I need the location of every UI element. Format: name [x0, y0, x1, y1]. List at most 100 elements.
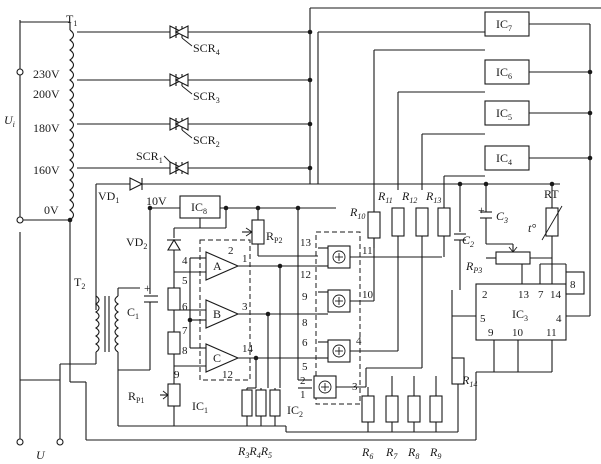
svg-text:+: + — [478, 203, 485, 217]
scr-common-bus — [307, 7, 601, 184]
svg-text:2: 2 — [228, 245, 234, 257]
t2-label: T2 — [74, 275, 85, 291]
resistor-r14: R14 — [451, 357, 477, 432]
resistors-r3-r5: R3R4R5 — [237, 387, 281, 460]
input-terminals: Ui — [4, 20, 70, 224]
svg-text:R8: R8 — [407, 445, 419, 461]
svg-text:3: 3 — [352, 381, 358, 393]
svg-text:5: 5 — [182, 275, 188, 287]
svg-text:5: 5 — [302, 361, 308, 373]
svg-text:6: 6 — [302, 337, 308, 349]
svg-text:R9: R9 — [429, 445, 441, 461]
thermistor-rt — [545, 207, 559, 237]
svg-text:9: 9 — [174, 369, 180, 381]
svg-text:R6: R6 — [361, 445, 373, 461]
rp2-label: RP2 — [266, 229, 282, 245]
resistor-r13: R13 — [425, 189, 451, 257]
ic6-label: IC6 — [496, 65, 512, 81]
svg-text:+: + — [144, 281, 151, 295]
ic7-box: IC7 — [484, 11, 590, 37]
input-voltage-label: Ui — [4, 113, 15, 129]
ic6-box: IC6 — [484, 59, 590, 85]
rail-10v: 10V — [146, 194, 167, 208]
svg-text:4: 4 — [182, 255, 188, 267]
svg-text:12: 12 — [222, 369, 233, 381]
supply-top-rail: VD1 10V — [95, 177, 560, 310]
svg-text:R11: R11 — [377, 189, 393, 205]
capacitor-c1: + C1 — [127, 281, 158, 370]
tap-230v: 230V — [33, 67, 60, 81]
svg-text:8: 8 — [302, 317, 308, 329]
r14-label: R14 — [461, 373, 477, 389]
ic5-box: IC5 — [484, 100, 590, 126]
scr-4: SCR4 — [169, 25, 310, 57]
svg-text:3: 3 — [242, 301, 248, 313]
ic4-box: IC4 — [484, 145, 590, 171]
svg-text:14: 14 — [550, 289, 562, 301]
ic2-label: IC2 — [287, 403, 303, 419]
svg-text:R12: R12 — [401, 189, 417, 205]
input-terminal-top — [16, 68, 24, 76]
svg-text:10: 10 — [362, 289, 374, 301]
scr-3: SCR3 — [169, 73, 310, 105]
rp3-label: RP3 — [465, 259, 482, 275]
svg-text:4: 4 — [356, 335, 362, 347]
svg-text:2: 2 — [482, 289, 488, 301]
ic1-block: A B C 4 5 6 7 8 9 2 1 3 14 12 IC1 — [167, 239, 318, 415]
scr2-label: SCR2 — [193, 133, 220, 149]
t1-label: T1 — [66, 12, 77, 28]
transformer-t1: T1 — [66, 12, 77, 228]
svg-text:A: A — [213, 259, 222, 273]
tap-wires — [77, 31, 170, 169]
rp1-label: RP1 — [128, 389, 144, 405]
tap-200v: 200V — [33, 87, 60, 101]
svg-text:9: 9 — [488, 327, 494, 339]
tap-labels: 230V 200V 180V 160V 0V — [33, 67, 60, 217]
svg-text:R10: R10 — [349, 205, 365, 221]
svg-text:8: 8 — [570, 279, 576, 291]
vd1-diode — [129, 177, 144, 191]
svg-text:11: 11 — [546, 327, 557, 339]
scr-1: SCR1 — [136, 149, 310, 175]
svg-text:14: 14 — [242, 343, 254, 355]
svg-text:5: 5 — [480, 313, 486, 325]
svg-text:10: 10 — [512, 327, 524, 339]
pot-rp3 — [495, 251, 531, 265]
ground-rails — [67, 217, 494, 441]
ic4-label: IC4 — [496, 151, 512, 167]
resistor-r12: R12 — [401, 189, 429, 368]
svg-text:7: 7 — [182, 325, 188, 337]
opamp-a — [205, 251, 240, 281]
svg-text:6: 6 — [182, 301, 188, 313]
transformer-t2: T2 — [19, 232, 140, 381]
svg-text:1: 1 — [300, 389, 306, 401]
c1-label: C1 — [127, 305, 139, 321]
pot-rp2: RP2 — [242, 208, 318, 257]
tap-180v: 180V — [33, 121, 60, 135]
ic3-block: IC3 2 13 7 14 5 4 9 10 11 8 — [451, 271, 585, 373]
ic2-block: 13 11 12 10 9 8 4 6 5 2 3 1 IC2 — [287, 231, 442, 419]
svg-text:13: 13 — [300, 237, 312, 249]
input-terminal-bottom — [16, 216, 24, 224]
svg-text:8: 8 — [182, 345, 188, 357]
svg-text:12: 12 — [300, 269, 311, 281]
ic7-label: IC7 — [496, 17, 512, 33]
ic3-label: IC3 — [512, 307, 528, 323]
scr4-label: SCR4 — [193, 41, 220, 57]
resistor-r11: R11 — [377, 189, 405, 351]
svg-text:9: 9 — [302, 291, 308, 303]
pot-rp1: RP1 — [128, 366, 181, 420]
svg-text:R7: R7 — [385, 445, 398, 461]
feed-wires — [253, 208, 312, 389]
ic8-label: IC8 — [191, 200, 207, 216]
svg-text:4: 4 — [556, 313, 562, 325]
scr3-label: SCR3 — [193, 89, 220, 105]
vd2-label: VD2 — [126, 235, 147, 251]
scr1-label: SCR1 — [136, 149, 163, 165]
tap-160v: 160V — [33, 163, 60, 177]
right-rail — [566, 24, 593, 317]
opamp-b — [205, 299, 240, 329]
svg-text:B: B — [213, 307, 221, 321]
timing-network: C2 + C3 RP3 RT t° — [454, 181, 567, 290]
